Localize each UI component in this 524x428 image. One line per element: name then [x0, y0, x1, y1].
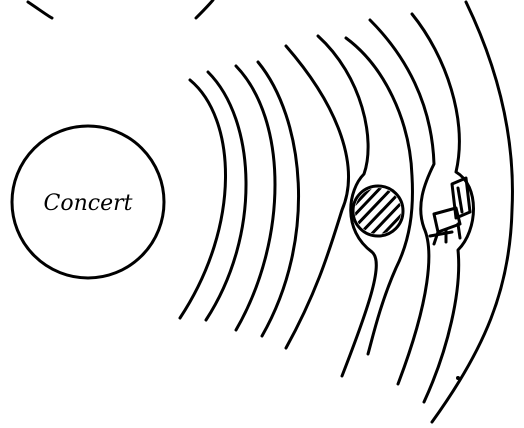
chair-icon	[430, 178, 470, 244]
top-stroke-left	[28, 2, 52, 18]
stray-dot	[456, 376, 460, 380]
sound-wave-4	[258, 62, 299, 336]
concert-source: Concert	[12, 126, 164, 278]
sound-wave-6	[318, 36, 376, 376]
sound-wave-1	[180, 80, 226, 318]
sound-wave-7	[346, 38, 412, 354]
top-stroke-right	[196, 0, 213, 18]
sound-wave-3	[236, 66, 275, 330]
concert-label: Concert	[44, 191, 133, 216]
sound-wave-5	[286, 46, 348, 348]
